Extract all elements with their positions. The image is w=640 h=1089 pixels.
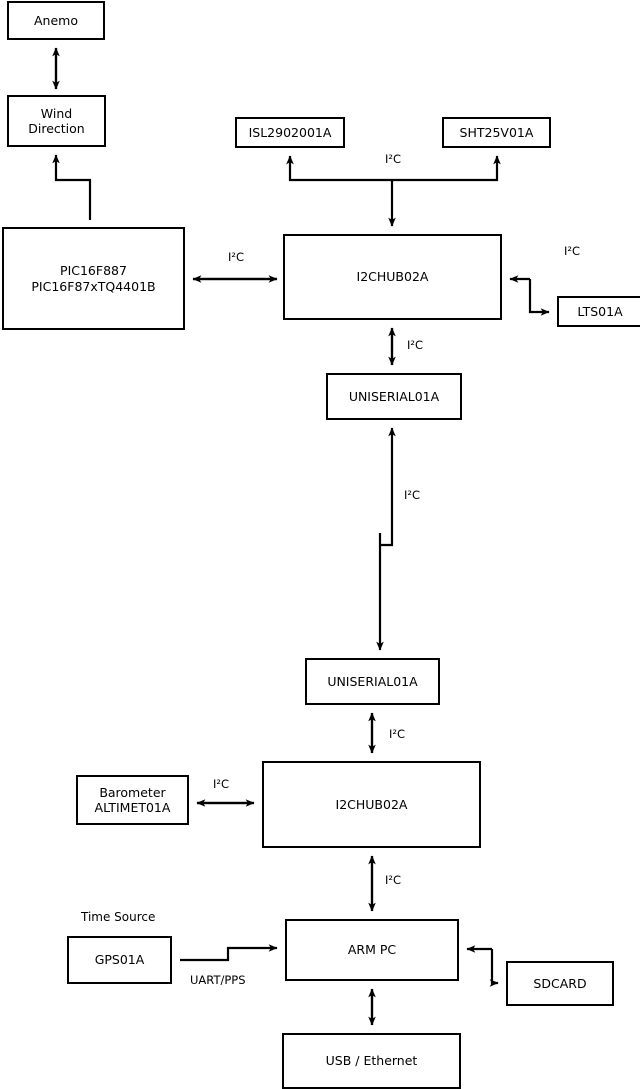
edge-label-i2c-hub-lts: I²C <box>564 244 581 258</box>
connector-armpc-sdcard <box>489 949 499 987</box>
node-pic-microcontroller[interactable]: PIC16F887 PIC16F87xTQ4401B <box>2 227 185 330</box>
node-sht25v01a[interactable]: SHT25V01A <box>442 117 551 148</box>
edge-label-i2c-hub-sensors: I²C <box>385 152 402 166</box>
node-label-isl2902001a: ISL2902001A <box>248 124 332 140</box>
edge-label-uart-pps: UART/PPS <box>190 973 246 987</box>
connector-hubtop-lts <box>528 279 550 316</box>
node-label-barometer-altimet01a: Barometer ALTIMET01A <box>94 784 171 815</box>
node-label-usb-ethernet: USB / Ethernet <box>325 1053 418 1069</box>
node-label-gps01a: GPS01A <box>94 952 145 968</box>
edge-label-i2c-pic-hub: I²C <box>228 250 245 264</box>
node-isl2902001a[interactable]: ISL2902001A <box>235 117 345 148</box>
node-label-uniserial01a-top: UNISERIAL01A <box>348 388 440 404</box>
node-label-sdcard: SDCARD <box>533 975 587 991</box>
node-anemo[interactable]: Anemo <box>7 1 105 40</box>
node-label-lts01a: LTS01A <box>577 303 623 319</box>
node-label-sht25v01a: SHT25V01A <box>459 124 534 140</box>
node-arm-pc[interactable]: ARM PC <box>285 919 459 981</box>
node-wind-direction[interactable]: Wind Direction <box>7 95 106 147</box>
edge-label-i2c-uniserial-link: I²C <box>404 488 421 502</box>
edge-label-i2c-hub2-arm: I²C <box>385 873 402 887</box>
node-label-wind-direction: Wind Direction <box>28 105 85 136</box>
edge-label-i2c-uniserial-hub2: I²C <box>389 727 406 741</box>
node-sdcard[interactable]: SDCARD <box>506 961 614 1006</box>
node-usb-ethernet[interactable]: USB / Ethernet <box>282 1033 461 1089</box>
connector-pic-wind <box>52 154 92 220</box>
node-lts01a[interactable]: LTS01A <box>557 296 640 327</box>
node-barometer-altimet01a[interactable]: Barometer ALTIMET01A <box>76 775 189 825</box>
node-i2chub02a-bottom[interactable]: I2CHUB02A <box>262 761 481 848</box>
label-time-source: Time Source <box>81 910 156 924</box>
node-label-i2chub02a-bottom: I2CHUB02A <box>335 796 408 812</box>
edge-label-i2c-hub-uniserial: I²C <box>407 338 424 352</box>
connector-gps-armpc <box>180 944 278 962</box>
edge-label-i2c-baro-hub2: I²C <box>213 777 230 791</box>
connector-bus-isl <box>286 155 392 182</box>
node-i2chub02a-top[interactable]: I2CHUB02A <box>283 234 502 320</box>
connector-bus-sht <box>392 155 501 182</box>
node-uniserial01a-bottom[interactable]: UNISERIAL01A <box>305 658 440 705</box>
node-uniserial01a-top[interactable]: UNISERIAL01A <box>326 373 462 420</box>
node-label-i2chub02a-top: I2CHUB02A <box>356 269 429 285</box>
node-label-arm-pc: ARM PC <box>347 942 397 958</box>
node-gps01a[interactable]: GPS01A <box>67 936 172 984</box>
node-label-uniserial01a-bottom: UNISERIAL01A <box>327 673 418 689</box>
connector-uniserialbot-uniserialtop <box>380 427 396 547</box>
node-label-pic-microcontroller: PIC16F887 PIC16F87xTQ4401B <box>31 263 156 294</box>
node-label-anemo: Anemo <box>34 12 78 28</box>
